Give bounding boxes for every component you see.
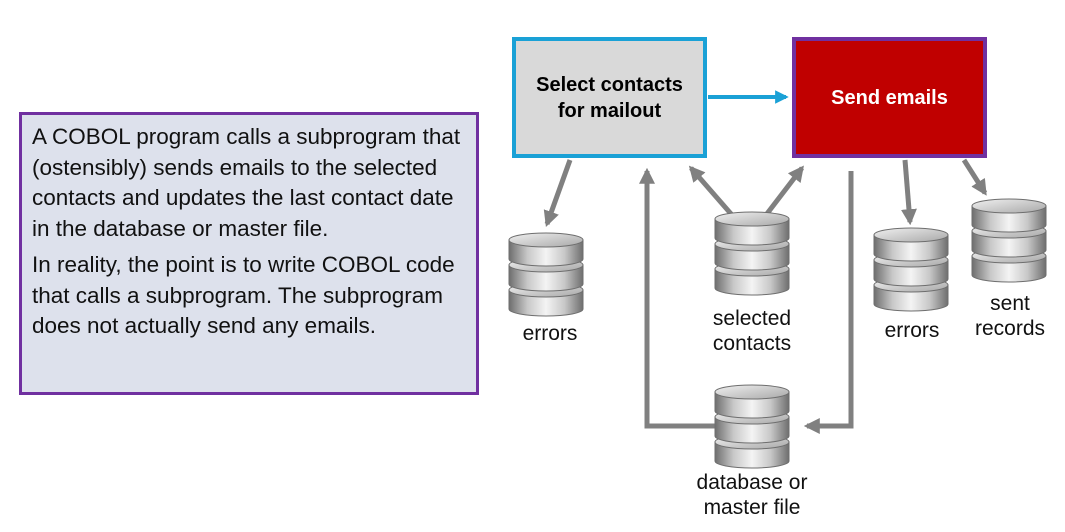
description-paragraph-1: A COBOL program calls a subprogram that … — [32, 124, 461, 241]
sent-records-label: sent records — [958, 291, 1062, 341]
errors-send-database-icon — [874, 228, 948, 311]
arrow-send-to-errors — [900, 159, 917, 226]
description-box: A COBOL program calls a subprogram that … — [19, 112, 479, 395]
arrow-selected-to-send — [764, 165, 804, 217]
errors-send-text: errors — [884, 319, 940, 342]
errors-select-label: errors — [500, 321, 600, 346]
master-file-line2: master file — [703, 496, 801, 519]
master-file-label: database or master file — [682, 470, 822, 520]
select-process-line2: for mailout — [557, 99, 662, 122]
arrow-database-to-select — [638, 167, 715, 429]
master-file-database-icon — [715, 385, 789, 468]
errors-send-label: errors — [862, 318, 962, 343]
sent-records-database-icon — [972, 199, 1046, 282]
send-emails-process: Send emails — [792, 37, 987, 158]
send-process-label: Send emails — [831, 86, 948, 109]
selected-contacts-database-icon — [715, 212, 789, 295]
select-process-line1: Select contacts — [536, 73, 683, 96]
master-file-line1: database or — [696, 471, 808, 494]
arrow-send-to-database — [803, 171, 854, 435]
selected-contacts-line1: selected — [712, 307, 792, 330]
selected-contacts-line2: contacts — [712, 332, 792, 355]
selected-contacts-label: selected contacts — [690, 306, 814, 356]
sent-records-line1: sent — [990, 292, 1030, 315]
errors-select-text: errors — [522, 322, 578, 345]
arrow-selected-to-select — [688, 165, 734, 217]
arrow-select-to-errors — [543, 159, 573, 228]
select-contacts-process: Select contacts for mailout — [512, 37, 707, 158]
sent-records-line2: records — [974, 317, 1046, 340]
errors-select-database-icon — [509, 233, 583, 316]
description-paragraph-2: In reality, the point is to write COBOL … — [32, 252, 455, 338]
arrow-send-to-sent — [961, 158, 988, 196]
